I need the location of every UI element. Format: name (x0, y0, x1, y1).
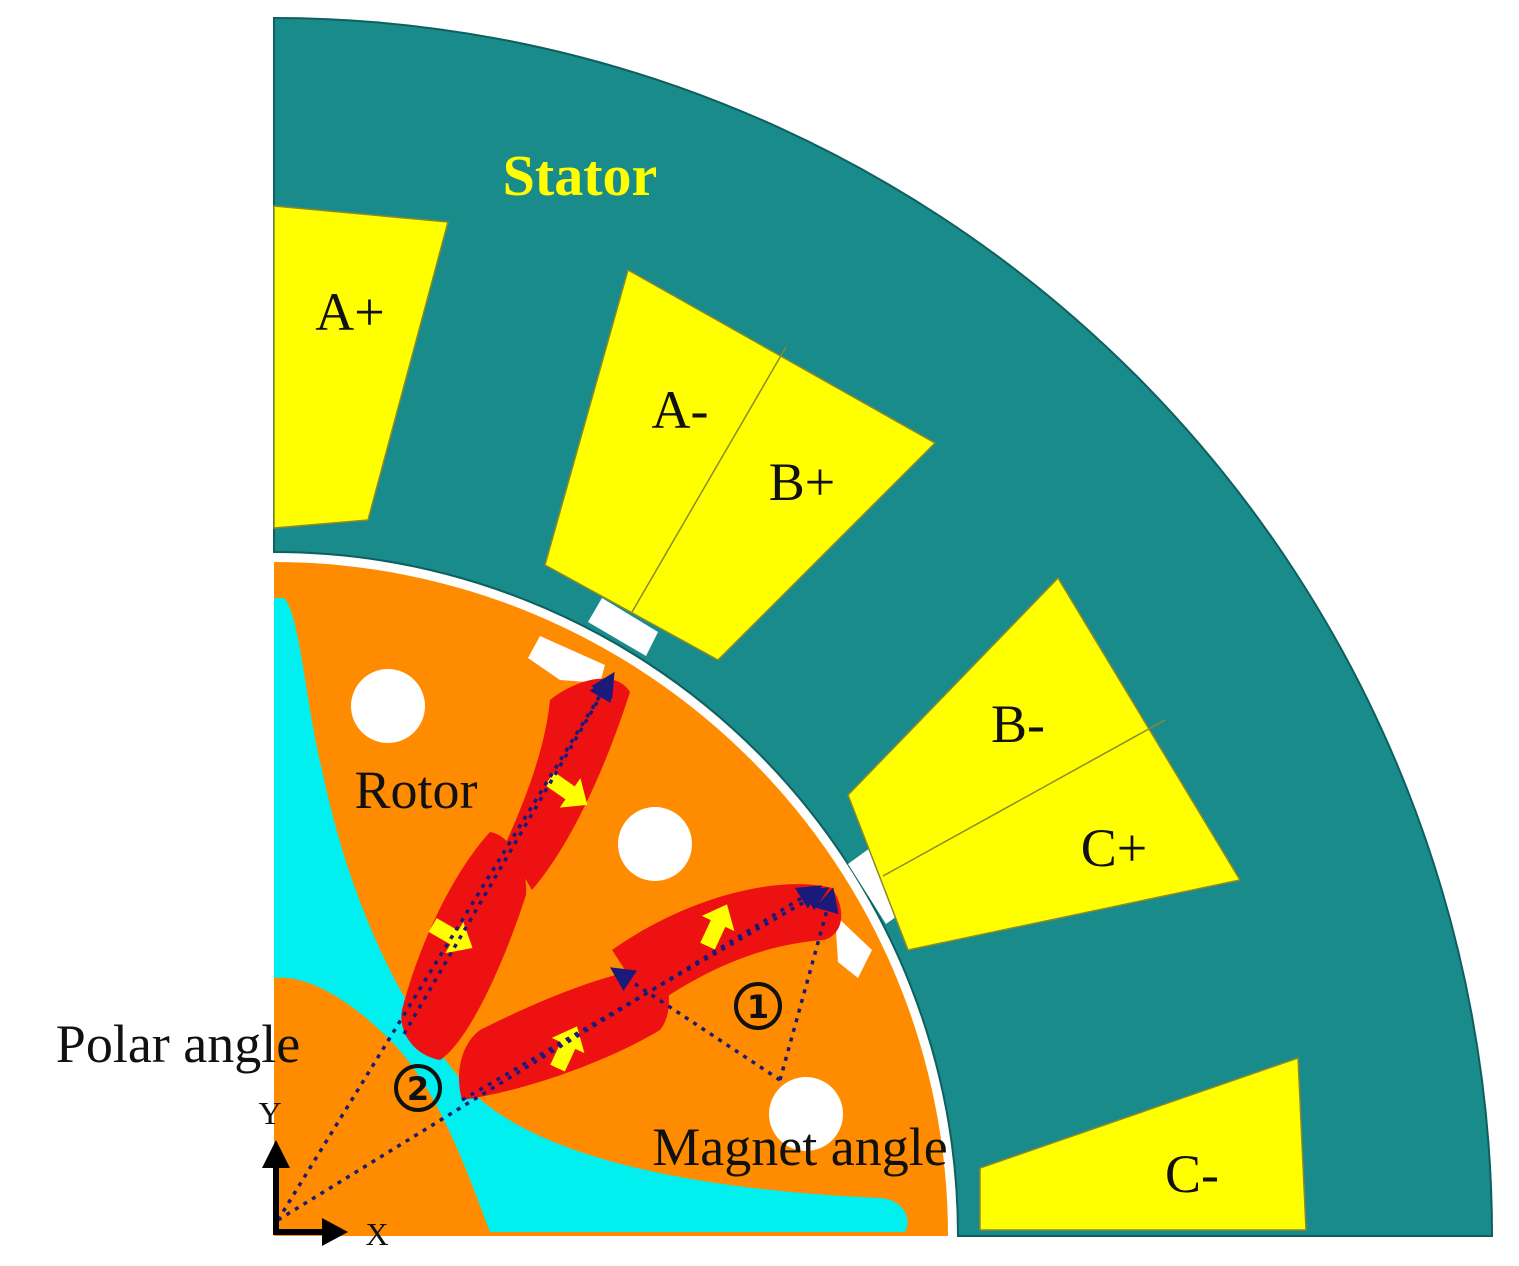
slot-label-c-plus: C+ (1081, 818, 1147, 878)
slot-label-a-minus: A- (652, 380, 709, 440)
winding-slot-c-minus (979, 1056, 1307, 1231)
winding-divider (631, 346, 787, 613)
y-axis-label: Y (258, 1095, 281, 1131)
slot-opening (588, 598, 658, 656)
x-axis-label: X (365, 1216, 388, 1252)
magnetization-arrow (700, 904, 735, 950)
marker-1: 1 (734, 982, 782, 1030)
magnetization-arrow (550, 1026, 585, 1072)
dotted-vector-lines (276, 671, 839, 1222)
magnetization-arrow (545, 771, 588, 808)
winding-slot-a-minus-b-plus (544, 268, 937, 661)
rotor-label: Rotor (354, 760, 477, 820)
stator-core (273, 16, 1494, 1237)
x-axis-arrowhead (322, 1218, 348, 1246)
vector-origin-to-upper-tip (276, 671, 615, 1221)
slot-label-b-minus: B- (991, 694, 1045, 754)
coordinate-axes (262, 1140, 348, 1246)
stator-label: Stator (503, 143, 658, 208)
flux-barrier-slot (835, 915, 872, 978)
rotor-hole (618, 807, 692, 881)
winding-divider (882, 719, 1166, 877)
marker-2: 2 (394, 1064, 442, 1112)
flux-barrier-slot (528, 636, 605, 683)
rotor-hole (351, 669, 425, 743)
svg-text:1: 1 (747, 988, 769, 1026)
y-axis-arrowhead (262, 1140, 290, 1168)
svg-text:2: 2 (407, 1070, 429, 1108)
slot-label-a-plus: A+ (315, 282, 384, 342)
vector-magnet-angle-left (609, 967, 781, 1082)
slot-label-c-minus: C- (1165, 1144, 1219, 1204)
winding-slot-b-minus-c-plus (847, 576, 1242, 951)
winding-slot-a-plus (273, 205, 449, 529)
vector-upper-magnet-axis (402, 675, 613, 1035)
slot-label-b-plus: B+ (769, 452, 835, 512)
polar-angle-label: Polar angle (56, 1014, 300, 1074)
vector-magnet-angle-right (778, 887, 839, 1081)
magnet-angle-label: Magnet angle (652, 1117, 947, 1177)
rotor-hole (769, 1077, 843, 1151)
